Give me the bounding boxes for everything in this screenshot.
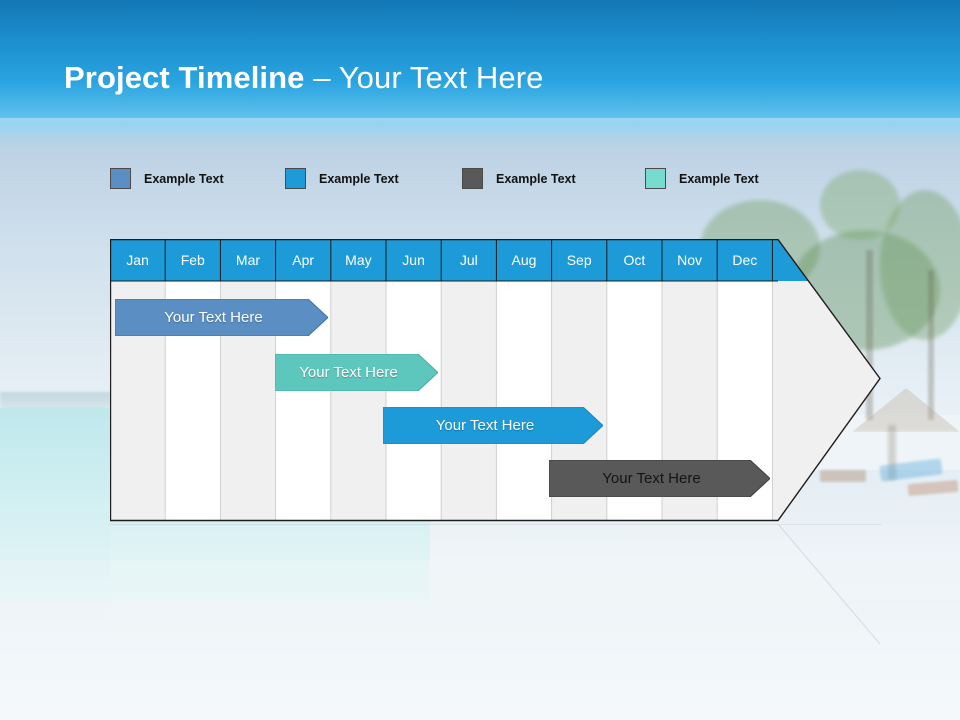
page-title-rest: – Your Text Here (304, 60, 544, 95)
beach-lounger-icon (820, 470, 866, 482)
month-label-dec: Dec (732, 252, 758, 268)
title-banner (0, 0, 960, 132)
month-label-mar: Mar (235, 252, 261, 268)
legend-swatch-gray (462, 168, 483, 189)
legend-label-3: Example Text (496, 171, 576, 186)
timeline-chart: Jan Feb Mar Apr May Jun Jul Aug Sep Oct … (110, 239, 881, 522)
page-title: Project Timeline – Your Text Here (64, 58, 543, 98)
legend-item-2[interactable]: Example Text (285, 168, 399, 189)
month-label-feb: Feb (180, 252, 205, 268)
month-label-jun: Jun (402, 252, 425, 268)
month-label-nov: Nov (677, 252, 703, 268)
legend-label-1: Example Text (144, 171, 224, 186)
month-label-jan: Jan (126, 252, 149, 268)
task-bar-3[interactable]: Your Text Here (383, 407, 603, 444)
legend-item-4[interactable]: Example Text (645, 168, 759, 189)
legend-swatch-slate (110, 168, 131, 189)
thatched-hut-post-icon (888, 425, 896, 480)
page-title-bold: Project Timeline (64, 60, 305, 95)
palm-foliage-icon (880, 190, 960, 340)
legend: Example Text Example Text Example Text E… (110, 168, 800, 196)
month-label-apr: Apr (292, 252, 315, 268)
month-label-jul: Jul (459, 252, 478, 268)
legend-swatch-blue (285, 168, 306, 189)
month-label-sep: Sep (566, 252, 592, 268)
month-label-aug: Aug (511, 252, 537, 268)
task-bar-3-label: Your Text Here (435, 417, 535, 434)
month-label-may: May (345, 252, 372, 268)
palm-trunk-icon (928, 270, 934, 420)
task-bar-4[interactable]: Your Text Here (549, 460, 770, 497)
chart-reflection (110, 523, 882, 645)
task-bar-1-label: Your Text Here (164, 309, 263, 326)
background-sand-foreground (0, 600, 960, 720)
task-bar-1[interactable]: Your Text Here (115, 299, 328, 336)
task-bar-2-label: Your Text Here (299, 364, 398, 381)
palm-foliage-icon (820, 170, 900, 240)
month-label-oct: Oct (623, 252, 646, 268)
legend-label-4: Example Text (679, 171, 759, 186)
legend-item-3[interactable]: Example Text (462, 168, 576, 189)
legend-label-2: Example Text (319, 171, 399, 186)
task-bar-4-label: Your Text Here (602, 470, 701, 487)
legend-swatch-teal (645, 168, 666, 189)
palm-trunk-icon (866, 250, 873, 420)
task-bar-2[interactable]: Your Text Here (275, 354, 438, 391)
banner-fade (0, 118, 960, 148)
legend-item-1[interactable]: Example Text (110, 168, 224, 189)
